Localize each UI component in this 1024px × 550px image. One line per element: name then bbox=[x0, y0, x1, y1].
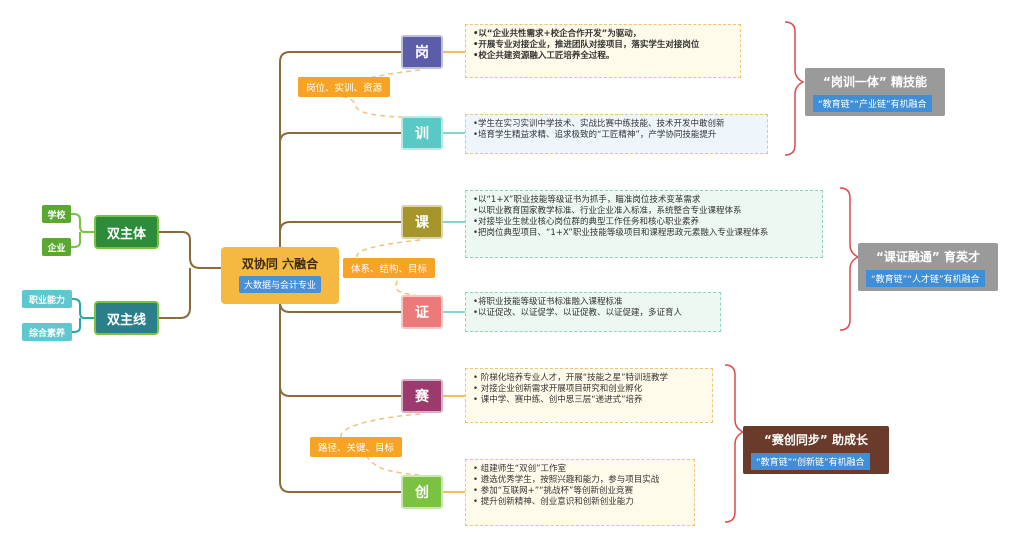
summary-box-3: “赛创同步” 助成长 “教育链”“创新链”有机融合 bbox=[743, 426, 889, 474]
dual-line-node: 双主线 bbox=[94, 301, 159, 335]
enterprise-node: 企业 bbox=[42, 238, 71, 256]
desc-line: •以证促改、以证促学、以证促教、以证促建，多证育人 bbox=[473, 308, 683, 318]
desc-line: • 课中学、赛中练、创中思三层“递进式”培养 bbox=[473, 395, 643, 405]
desc-line: •以职业教育国家教学标准、行业企业准入标准，系统整合专业课程体系 bbox=[473, 206, 742, 216]
desc-line: •培育学生精益求精、追求极致的“工匠精神”，产学协同技能提升 bbox=[473, 130, 717, 140]
bracket-right-icon bbox=[724, 364, 745, 523]
left-connector-2 bbox=[159, 268, 191, 319]
summary-title: “课证融通” 育英才 bbox=[876, 250, 980, 264]
school-node: 学校 bbox=[42, 205, 71, 223]
center-title: 双协同 六融合 bbox=[241, 257, 319, 271]
bracket-right-icon bbox=[839, 187, 860, 331]
desc-line: • 阶梯化培养专业人才，开展“技能之星”特训班教学 bbox=[473, 373, 669, 383]
desc-box-sai: • 阶梯化培养专业人才，开展“技能之星”特训班教学 • 对接企业创新需求开展项目… bbox=[465, 368, 713, 423]
relation-curve-3 bbox=[340, 413, 421, 476]
summary-title: “赛创同步” 助成长 bbox=[764, 433, 868, 447]
relation-tag-3: 路径、关键、目标 bbox=[310, 437, 402, 457]
bracket-right-icon bbox=[784, 21, 805, 156]
desc-line: •以“企业共性需求+校企合作开发”为驱动， bbox=[473, 29, 642, 39]
branch-connector-gang bbox=[279, 51, 401, 268]
summary-box-1: “岗训一体” 精技能 “教育链”“产业链”有机融合 bbox=[805, 68, 945, 116]
desc-line: •开展专业对接企业，推进团队对接项目，落实学生对接岗位 bbox=[473, 40, 700, 50]
child-connector-1 bbox=[71, 213, 94, 233]
summary-subtitle: “教育链”“产业链”有机融合 bbox=[813, 95, 932, 112]
child-connector-3 bbox=[72, 298, 94, 319]
relation-curve-1 bbox=[333, 69, 421, 119]
comprehensive-quality-node: 综合素养 bbox=[22, 323, 72, 341]
relation-tag-2: 体系、结构、目标 bbox=[343, 258, 435, 278]
desc-line: • 遴选优秀学生，按照兴趣和能力，参与项目实战 bbox=[473, 475, 660, 485]
child-connector-2 bbox=[71, 232, 81, 248]
desc-line: • 提升创新精神、创业意识和创新创业能力 bbox=[473, 497, 634, 507]
center-node: 双协同 六融合 大数据与会计专业 bbox=[221, 247, 339, 304]
vocational-ability-node: 职业能力 bbox=[22, 290, 72, 308]
desc-line: • 组建师生“双创”工作室 bbox=[473, 464, 567, 474]
summary-subtitle: “教育链”“创新链”有机融合 bbox=[751, 453, 870, 470]
relation-tag-1: 岗位、实训、资源 bbox=[298, 77, 390, 97]
branch-node-gang: 岗 bbox=[401, 35, 443, 69]
summary-title: “岗训一体” 精技能 bbox=[823, 75, 927, 89]
summary-subtitle: “教育链”“人才链”有机融合 bbox=[866, 270, 985, 287]
branch-node-chuang: 创 bbox=[401, 475, 443, 509]
desc-line: • 参加“互联网+”“挑战杯”等创新创业竞赛 bbox=[473, 486, 633, 496]
center-subtitle: 大数据与会计专业 bbox=[238, 276, 321, 293]
desc-box-gang: •以“企业共性需求+校企合作开发”为驱动， •开展专业对接企业，推进团队对接项目… bbox=[465, 24, 741, 78]
left-connector-1 bbox=[159, 231, 221, 269]
desc-line: •把岗位典型项目、“1+X”职业技能等级项目和课程思政元素融入专业课程体系 bbox=[473, 228, 769, 238]
desc-line: •学生在实习实训中学技术、实战比赛中练技能、技术开发中敢创新 bbox=[473, 119, 725, 129]
dual-subject-node: 双主体 bbox=[94, 215, 159, 249]
branch-node-zheng: 证 bbox=[401, 295, 443, 329]
summary-box-2: “课证融通” 育英才 “教育链”“人才链”有机融合 bbox=[858, 243, 998, 291]
branch-connector-xun bbox=[279, 132, 401, 144]
branch-node-sai: 赛 bbox=[401, 379, 443, 413]
branch-node-xun: 训 bbox=[401, 116, 443, 150]
desc-box-zheng: •将职业技能等级证书标准融入课程标准 •以证促改、以证促学、以证促教、以证促建，… bbox=[465, 292, 721, 332]
desc-line: •对接毕业生就业核心岗位群的典型工作任务和核心职业素养 bbox=[473, 217, 700, 227]
child-connector-4 bbox=[72, 318, 81, 333]
desc-line: • 对接企业创新需求开展项目研究和创业孵化 bbox=[473, 384, 643, 394]
desc-box-ke: •以“1+X”职业技能等级证书为抓手，瞄准岗位技术变革需求 •以职业教育国家教学… bbox=[465, 190, 823, 258]
desc-box-chuang: • 组建师生“双创”工作室 • 遴选优秀学生，按照兴趣和能力，参与项目实战 • … bbox=[465, 459, 695, 526]
branch-connector-sai bbox=[279, 302, 401, 397]
desc-line: •校企共建资源融入工匠培养全过程。 bbox=[473, 51, 615, 61]
desc-line: •以“1+X”职业技能等级证书为抓手，瞄准岗位技术变革需求 bbox=[473, 195, 701, 205]
desc-box-xun: •学生在实习实训中学技术、实战比赛中练技能、技术开发中敢创新 •培育学生精益求精… bbox=[465, 114, 768, 154]
desc-line: •将职业技能等级证书标准融入课程标准 bbox=[473, 297, 623, 307]
branch-connector-chuang bbox=[279, 386, 401, 493]
branch-node-ke: 课 bbox=[401, 205, 443, 239]
branch-connector-ke bbox=[279, 221, 401, 233]
